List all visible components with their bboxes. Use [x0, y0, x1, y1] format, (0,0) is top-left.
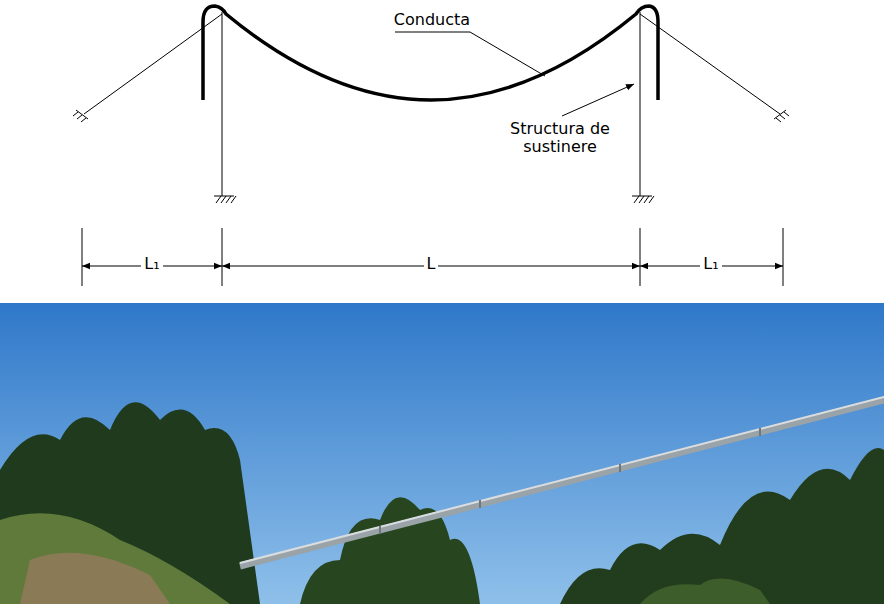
part-label: Structura de sustinere [495, 120, 625, 157]
support-structure [73, 12, 789, 203]
dimension-label: L₁ [141, 255, 162, 273]
leader-line [395, 32, 634, 116]
dimension-label: L₁ [700, 255, 721, 273]
dimension-label: L [424, 255, 439, 273]
photo [0, 303, 884, 604]
part-label: Conducta [394, 11, 470, 29]
pipe [203, 6, 658, 100]
dimension-line [82, 228, 783, 286]
